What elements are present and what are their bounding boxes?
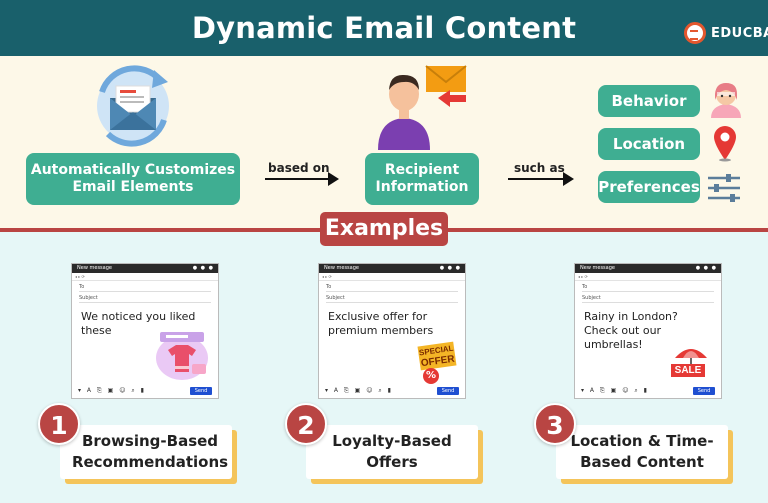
window-controls-icon[interactable]: ● ● ● <box>695 265 717 271</box>
auto-customizes-text: Automatically Customizes Email Elements <box>30 161 236 196</box>
arrow-right-icon <box>508 172 574 186</box>
behavior-pill: Behavior <box>598 85 700 117</box>
email-window-3: New message ● ● ● ◂ ▸ ⟳ To Subject Rainy… <box>574 263 722 399</box>
special-offer-badge-icon: SPECIAL OFFER <box>417 341 457 371</box>
example-label-text: Browsing-Based Recommendations <box>71 432 229 471</box>
auto-customizes-pill: Automatically Customizes Email Elements <box>26 153 240 205</box>
send-button[interactable]: Send <box>437 387 459 395</box>
email-body-text: Rainy in London? Check out our umbrellas… <box>584 310 678 351</box>
educba-logo-icon <box>684 22 706 44</box>
sliders-icon <box>708 174 740 202</box>
email-refresh-icon <box>97 65 169 147</box>
recipient-information-pill: Recipient Information <box>365 153 479 205</box>
email-toolbar[interactable]: ▾ A ⎘ ▣ ☺ ⌕ ▮ <box>581 387 649 394</box>
arrow-label-such-as: such as <box>514 161 565 175</box>
window-controls-icon[interactable]: ● ● ● <box>192 265 214 271</box>
send-button[interactable]: Send <box>693 387 715 395</box>
arrow-label-based-on: based on <box>268 161 330 175</box>
email-window-titlebar: New message ● ● ● <box>319 264 465 273</box>
email-window-titlebar: New message ● ● ● <box>72 264 218 273</box>
step-number-2: 2 <box>285 403 327 445</box>
preferences-pill: Preferences <box>598 171 700 203</box>
step-number-1: 1 <box>38 403 80 445</box>
header-bar: Dynamic Email Content EDUCBA <box>0 0 768 56</box>
send-button[interactable]: Send <box>190 387 212 395</box>
to-field[interactable]: To <box>326 281 458 292</box>
email-window-title: New message <box>324 265 359 271</box>
location-pill: Location <box>598 128 700 160</box>
educba-logo: EDUCBA <box>684 22 768 44</box>
examples-heading: Examples <box>320 212 448 246</box>
arrow-right-icon <box>265 172 339 186</box>
email-body-text: We noticed you liked these <box>81 310 196 337</box>
sale-badge: SALE <box>674 365 702 376</box>
email-window-2: New message ● ● ● ◂ ▸ ⟳ To Subject Exclu… <box>318 263 466 399</box>
email-window-titlebar: New message ● ● ● <box>575 264 721 273</box>
example-label-text: Loyalty-Based Offers <box>332 432 452 471</box>
to-field[interactable]: To <box>79 281 211 292</box>
logo-text: EDUCBA <box>711 25 768 41</box>
location-text: Location <box>612 134 686 153</box>
example-label-2: Loyalty-Based Offers <box>306 425 478 479</box>
subject-field[interactable]: Subject <box>79 292 211 303</box>
email-window-title: New message <box>77 265 112 271</box>
recipient-information-text: Recipient Information <box>375 161 469 196</box>
recipient-person-icon <box>378 65 467 150</box>
example-label-text: Location & Time- Based Content <box>570 432 714 471</box>
example-label-3: Location & Time- Based Content <box>556 425 728 479</box>
person-icon <box>711 83 741 118</box>
to-field[interactable]: To <box>582 281 714 292</box>
email-body-text: Exclusive offer for premium members <box>328 310 434 337</box>
behavior-text: Behavior <box>611 91 687 110</box>
example-label-1: Browsing-Based Recommendations <box>60 425 232 479</box>
percent-icon: % <box>423 368 439 384</box>
email-toolbar[interactable]: ▾ A ⎘ ▣ ☺ ⌕ ▮ <box>325 387 393 394</box>
umbrella-sale-icon <box>671 349 707 377</box>
email-nav-bar: ◂ ▸ ⟳ <box>575 273 721 281</box>
email-nav-bar: ◂ ▸ ⟳ <box>72 273 218 281</box>
email-toolbar[interactable]: ▾ A ⎘ ▣ ☺ ⌕ ▮ <box>78 387 146 394</box>
step-number-3: 3 <box>534 403 576 445</box>
email-window-title: New message <box>580 265 615 271</box>
shirt-product-icon <box>156 332 208 380</box>
email-window-1: New message ● ● ● ◂ ▸ ⟳ To Subject We no… <box>71 263 219 399</box>
location-pin-icon <box>714 126 736 162</box>
window-controls-icon[interactable]: ● ● ● <box>439 265 461 271</box>
email-nav-bar: ◂ ▸ ⟳ <box>319 273 465 281</box>
page-title: Dynamic Email Content <box>191 11 577 45</box>
preferences-text: Preferences <box>598 177 700 196</box>
subject-field[interactable]: Subject <box>326 292 458 303</box>
subject-field[interactable]: Subject <box>582 292 714 303</box>
